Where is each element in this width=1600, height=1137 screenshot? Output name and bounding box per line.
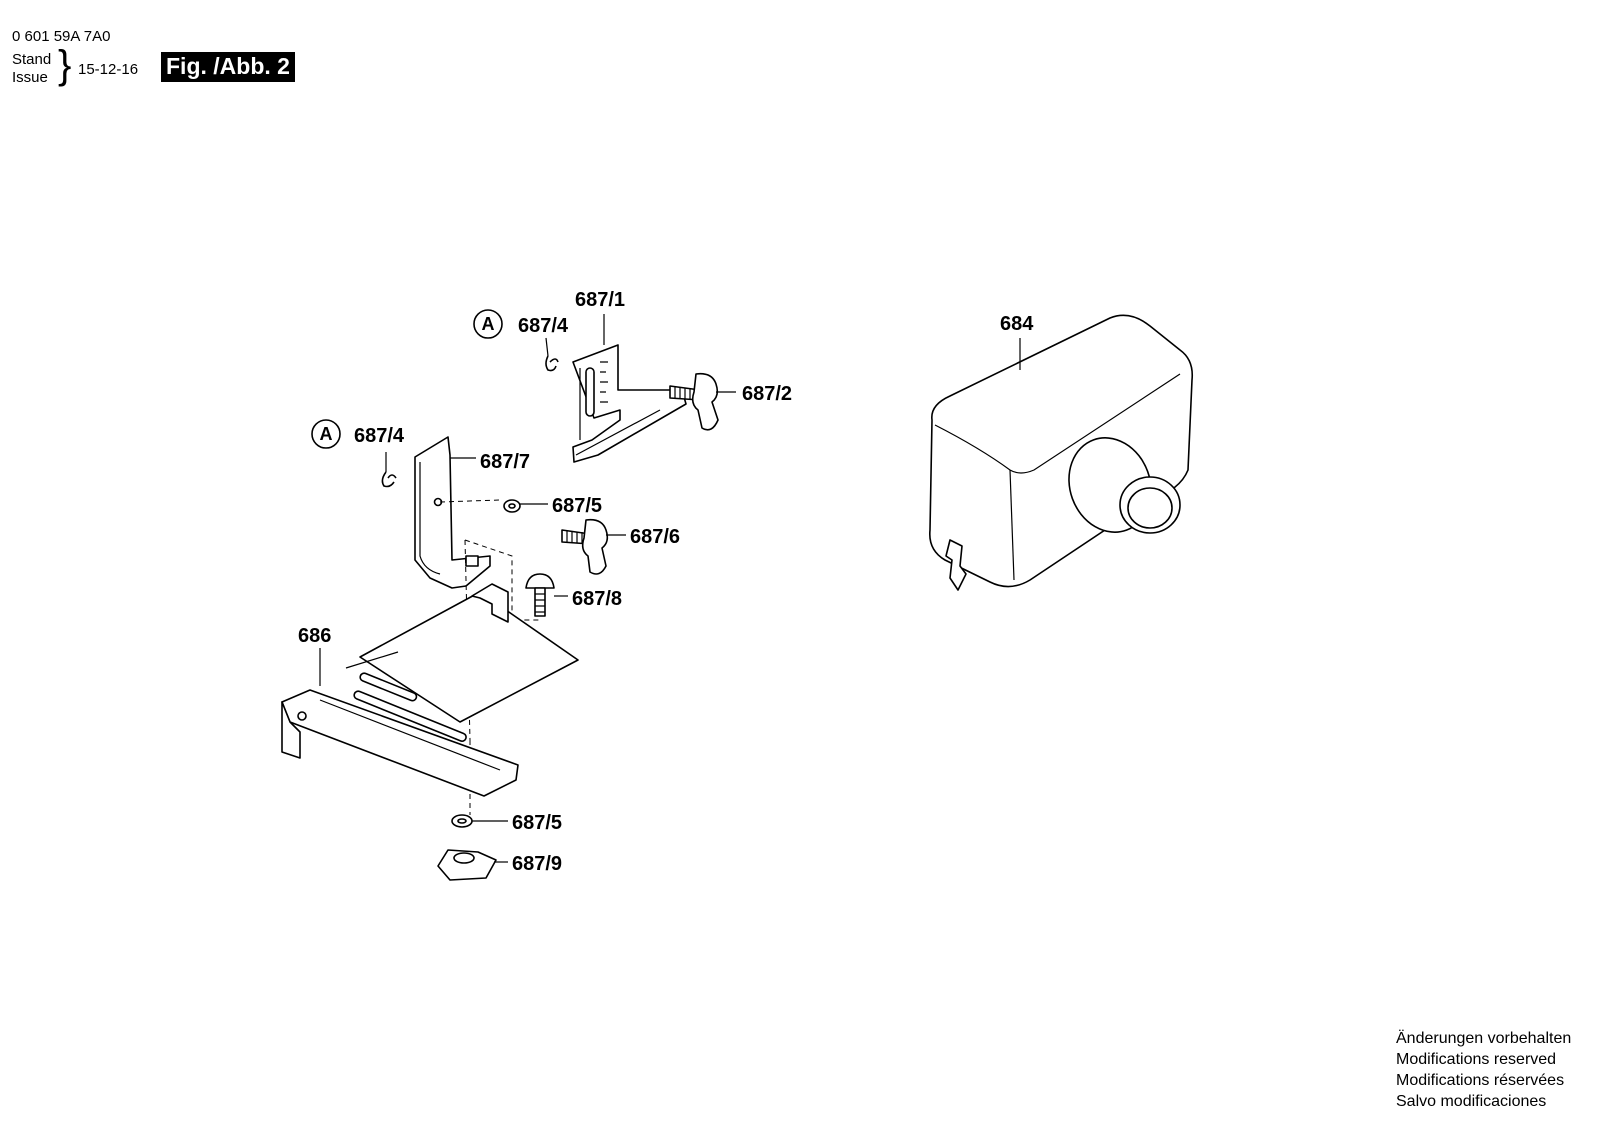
notice-line-fr: Modifications réservées (1396, 1072, 1565, 1089)
washer-687-5-upper (503, 499, 521, 513)
callout-687-8: 687/8 (572, 588, 622, 610)
ref-a-lower: A (311, 419, 341, 449)
angle-bracket-687-7 (414, 436, 491, 589)
modification-notice: Änderungen vorbehalten Modifications res… (1396, 1028, 1571, 1112)
base-plate-686 (281, 583, 579, 797)
thumb-screw-687-2 (669, 372, 719, 431)
callout-687-5-lower: 687/5 (512, 812, 562, 834)
thumb-screw-687-6 (561, 518, 609, 575)
issue-date: 15-12-16 (78, 61, 139, 78)
wing-nut-687-9 (437, 849, 497, 881)
callout-687-2: 687/2 (742, 383, 792, 405)
washer-687-5-lower (451, 814, 473, 828)
callout-687-9: 687/9 (512, 853, 562, 875)
clip-687-4-upper (545, 355, 559, 372)
ref-a-upper: A (473, 309, 503, 339)
callout-687-5-upper: 687/5 (552, 495, 602, 517)
leader-687-4-upper (545, 337, 549, 357)
callout-684: 684 (1000, 313, 1034, 335)
brace-glyph: } (58, 43, 72, 87)
ref-a-lower-letter: A (320, 424, 333, 444)
notice-line-en: Modifications reserved (1396, 1051, 1557, 1068)
callout-687-7: 687/7 (480, 451, 530, 473)
ref-a-upper-letter: A (482, 314, 495, 334)
carriage-bolt-687-8 (525, 573, 555, 617)
callout-687-6: 687/6 (630, 526, 680, 548)
dust-bag-684 (928, 314, 1194, 591)
figure-label: Fig. /Abb. 2 (161, 52, 295, 82)
notice-line-es: Salvo modificaciones (1396, 1093, 1547, 1110)
callout-687-4-upper: 687/4 (518, 315, 569, 337)
assembly-line-3 (439, 499, 501, 503)
angle-bracket-687-1 (572, 344, 687, 463)
callout-687-1: 687/1 (575, 289, 625, 311)
stand-label: Stand (12, 51, 52, 68)
callout-686: 686 (298, 625, 331, 647)
notice-line-de: Änderungen vorbehalten (1396, 1030, 1572, 1047)
callout-687-4-lower: 687/4 (354, 425, 405, 447)
clip-687-4-lower (381, 471, 397, 488)
document-number: 0 601 59A 7A0 (12, 28, 111, 45)
issue-label: Issue (12, 69, 48, 86)
assembly-line-2 (464, 539, 540, 621)
